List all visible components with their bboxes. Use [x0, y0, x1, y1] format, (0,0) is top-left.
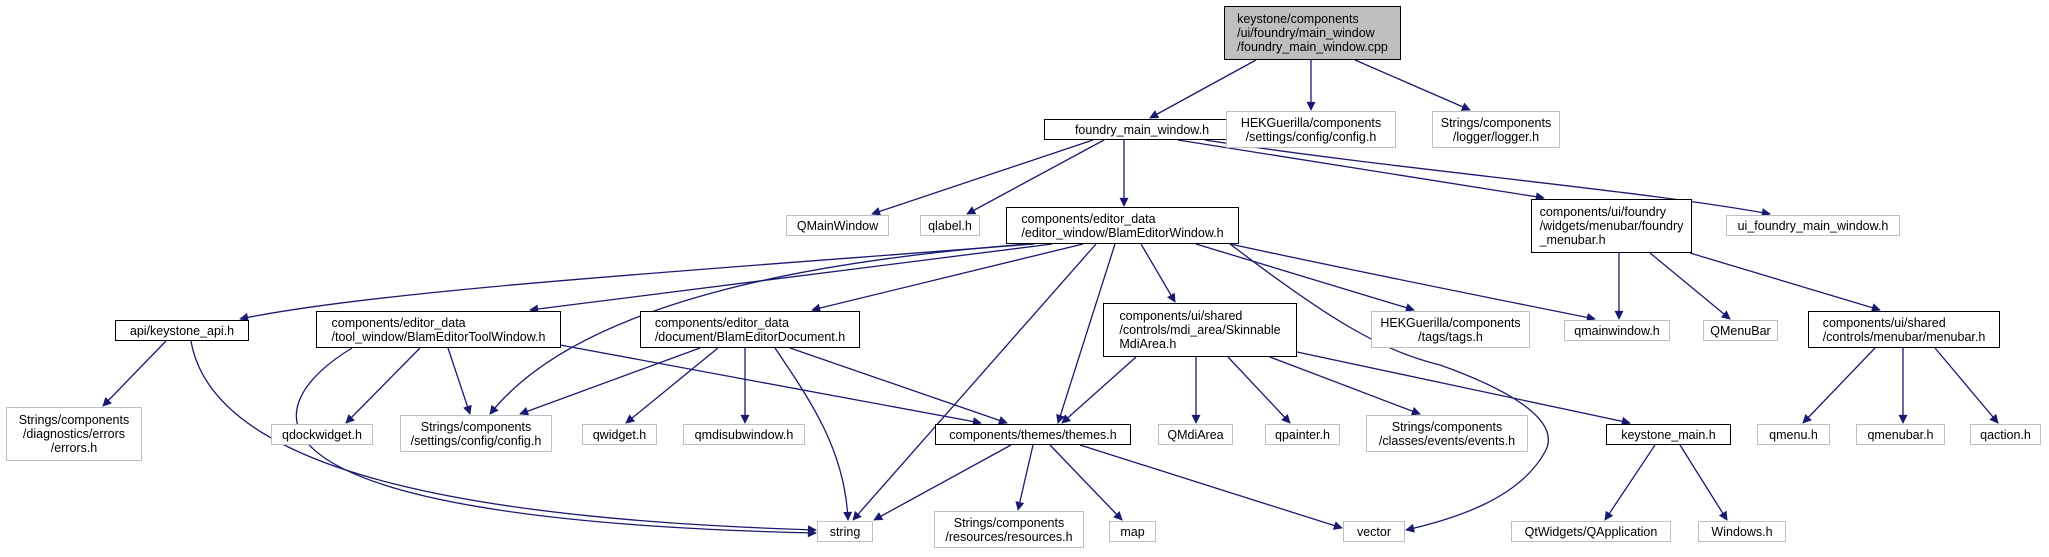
node-blam-editor-tool-window-h[interactable]: components/editor_data /tool_window/Blam… — [316, 311, 561, 348]
edge-foundry-main-window-h-to-foundry-menubar — [1177, 139, 1545, 202]
edge-keystone-main-to-windows — [1679, 444, 1728, 521]
node-keystone-main-h[interactable]: keystone_main.h — [1606, 424, 1731, 445]
edge-blam-editor-window-to-string — [852, 243, 1097, 521]
edge-document-to-strings-config — [519, 347, 701, 416]
edge-skinnable-to-keystone-main — [1296, 351, 1631, 426]
node-string[interactable]: string — [817, 521, 873, 542]
edge-tool-window-to-qdockwidget — [345, 347, 421, 424]
edge-keystone-api-to-errors — [102, 340, 167, 407]
node-strings-config-h[interactable]: Strings/components /settings/config/conf… — [400, 415, 552, 452]
node-qdockwidget-h[interactable]: qdockwidget.h — [271, 424, 373, 445]
edge-blam-editor-window-to-keystone-api — [239, 243, 1035, 322]
node-qmainwindow-class[interactable]: QMainWindow — [786, 215, 889, 236]
node-blam-editor-window-h[interactable]: components/editor_data /editor_window/Bl… — [1006, 207, 1239, 244]
edge-menubar-h-to-qmenu — [1802, 347, 1876, 424]
node-qaction-h[interactable]: qaction.h — [1970, 424, 2041, 445]
node-qmenubar-class[interactable]: QMenuBar — [1703, 320, 1778, 341]
edge-blam-editor-window-to-hek-tags — [1195, 243, 1415, 312]
edge-themes-to-map — [1049, 444, 1123, 521]
node-vector[interactable]: vector — [1343, 521, 1405, 542]
edge-foundry-main-window-h-to-qlabel — [966, 139, 1105, 215]
node-foundry-main-window-h[interactable]: foundry_main_window.h — [1044, 119, 1240, 140]
edge-blam-editor-window-to-tool-window — [529, 243, 1053, 314]
node-qmenubar-h[interactable]: qmenubar.h — [1856, 424, 1945, 445]
node-skinnable-mdi-area-h[interactable]: components/ui/shared /controls/mdi_area/… — [1103, 303, 1297, 357]
node-ui-foundry-main-window-h[interactable]: ui_foundry_main_window.h — [1726, 215, 1900, 236]
edge-foundry-menubar-to-menubar-h — [1689, 252, 1881, 312]
edge-tool-window-to-themes — [559, 344, 982, 426]
edge-blam-editor-window-to-vector — [1229, 243, 1549, 533]
node-qwidget-h[interactable]: qwidget.h — [582, 424, 657, 445]
edge-document-to-themes — [789, 347, 1008, 425]
edge-keystone-api-to-string — [190, 340, 817, 535]
edge-tool-window-to-string — [295, 347, 817, 538]
edge-themes-to-resources — [1015, 444, 1034, 511]
edge-foundry-menubar-to-qmenubar — [1649, 252, 1731, 320]
node-qmainwindow-h[interactable]: qmainwindow.h — [1564, 320, 1670, 341]
node-map[interactable]: map — [1109, 521, 1156, 542]
node-errors-h[interactable]: Strings/components /diagnostics/errors /… — [6, 407, 142, 461]
node-events-h[interactable]: Strings/components /classes/events/event… — [1366, 415, 1528, 452]
node-qtwidgets-qapplication[interactable]: QtWidgets/QApplication — [1511, 521, 1671, 542]
edge-foundry-main-window-h-to-ui-foundry-main-window — [1204, 139, 1771, 217]
node-hek-config-h[interactable]: HEKGuerilla/components /settings/config/… — [1226, 111, 1396, 148]
edge-blam-editor-window-to-themes — [1056, 243, 1116, 424]
edge-cpp-to-logger-h — [1354, 59, 1471, 111]
node-qmdiarea-class[interactable]: QMdiArea — [1158, 424, 1233, 445]
edge-skinnable-to-themes — [1061, 356, 1137, 424]
node-blam-editor-document-h[interactable]: components/editor_data /document/BlamEdi… — [640, 311, 860, 348]
node-logger-h[interactable]: Strings/components /logger/logger.h — [1432, 111, 1560, 148]
edge-skinnable-to-qpainter — [1227, 356, 1291, 424]
edge-blam-editor-window-to-skinnable-mdi-area — [1140, 243, 1176, 303]
node-hek-tags-h[interactable]: HEKGuerilla/components /tags/tags.h — [1371, 311, 1530, 348]
edge-document-to-qwidget — [625, 347, 719, 424]
node-qlabel-h[interactable]: qlabel.h — [920, 215, 980, 236]
edge-themes-to-vector — [1079, 444, 1343, 530]
edge-tool-window-to-strings-config — [447, 347, 472, 415]
edge-blam-editor-window-to-strings-config — [489, 243, 1029, 415]
node-menubar-h[interactable]: components/ui/shared /controls/menubar/m… — [1808, 311, 2000, 348]
edge-blam-editor-window-to-qmainwindow-h — [1229, 243, 1596, 322]
dependency-edges — [102, 59, 1999, 538]
edge-themes-to-string — [873, 444, 1012, 521]
edge-skinnable-to-events — [1269, 356, 1421, 416]
edge-cpp-to-foundry-main-window-h — [1149, 59, 1257, 119]
node-windows-h[interactable]: Windows.h — [1698, 521, 1786, 542]
edge-blam-editor-window-to-document — [811, 243, 1084, 313]
node-foundry-menubar-h[interactable]: components/ui/foundry /widgets/menubar/f… — [1531, 199, 1692, 253]
edge-keystone-main-to-qapplication — [1604, 444, 1656, 521]
node-qmdisubwindow-h[interactable]: qmdisubwindow.h — [683, 424, 805, 445]
edge-menubar-h-to-qaction — [1934, 347, 1999, 424]
node-qmenu-h[interactable]: qmenu.h — [1757, 424, 1830, 445]
edge-foundry-main-window-h-to-qmainwindow — [871, 139, 1094, 216]
node-resources-h[interactable]: Strings/components /resources/resources.… — [934, 511, 1084, 548]
node-qpainter-h[interactable]: qpainter.h — [1265, 424, 1340, 445]
edge-document-to-string — [774, 347, 853, 521]
node-foundry-main-window-cpp: keystone/components /ui/foundry/main_win… — [1224, 6, 1401, 60]
node-keystone-api-h[interactable]: api/keystone_api.h — [115, 320, 249, 341]
node-themes-h[interactable]: components/themes/themes.h — [935, 424, 1131, 445]
